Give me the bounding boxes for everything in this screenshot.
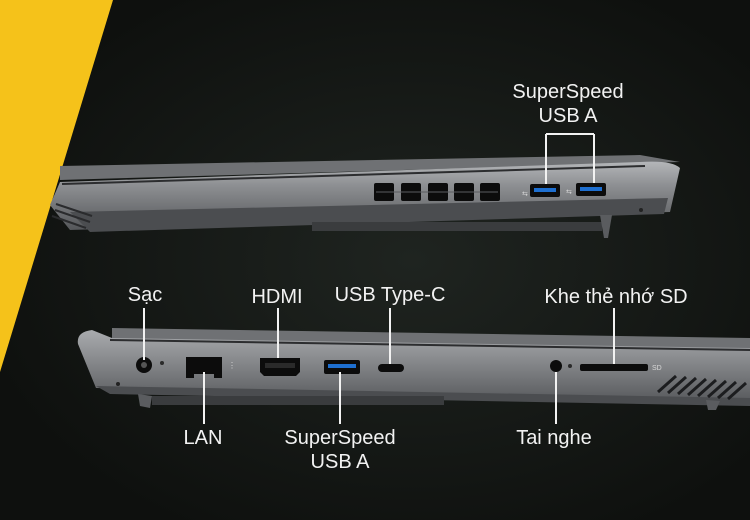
lan-port: ⋮ — [186, 357, 236, 378]
laptop-top-rear-vent — [51, 203, 93, 229]
usb-c-port — [378, 364, 404, 372]
headphone-label: Tai nghe — [516, 427, 592, 449]
top-usb-a-label-line2: USB A — [538, 105, 598, 127]
hdmi-label: HDMI — [251, 286, 303, 308]
bottom-usb-a-label: SuperSpeed USB A — [284, 426, 395, 474]
top-usb-a-label: SuperSpeed USB A — [512, 80, 623, 128]
top-usb-a-pointer — [545, 133, 595, 184]
bottom-usb-a-label-line2: USB A — [310, 451, 370, 473]
svg-text:⇆: ⇆ — [522, 191, 528, 198]
bottom-usb-a-label-line1: SuperSpeed — [284, 427, 396, 449]
usb-c-label: USB Type-C — [334, 284, 446, 306]
charging-label: Sạc — [127, 284, 163, 306]
laptop-top-side-vents — [374, 183, 500, 201]
laptop-top-lid — [60, 155, 680, 180]
hdmi-port — [260, 358, 300, 376]
charging-port — [136, 357, 164, 373]
headphone-jack — [550, 360, 572, 372]
lan-label: LAN — [183, 427, 223, 449]
bottom-usb-a-port — [324, 360, 360, 374]
laptop-bottom-view: ⋮ SD — [77, 308, 750, 424]
sd-card-slot: SD — [580, 364, 662, 372]
bottom-port-pointers — [143, 308, 615, 424]
laptop-bottom-lid — [112, 328, 750, 350]
top-usb-a-ports: ⇆ ⇆ — [522, 183, 606, 198]
laptop-top-base — [70, 198, 668, 232]
svg-text:SD: SD — [652, 365, 662, 372]
yellow-accent-stripe — [0, 0, 113, 372]
svg-text:⇆: ⇆ — [566, 189, 572, 196]
sd-slot-label: Khe thẻ nhớ SD — [544, 286, 688, 308]
laptop-top-view: ⇆ ⇆ — [50, 133, 680, 238]
laptop-bottom-rear-vent — [657, 374, 747, 401]
svg-text:⋮: ⋮ — [228, 361, 236, 370]
top-usb-a-label-line1: SuperSpeed — [512, 81, 624, 103]
